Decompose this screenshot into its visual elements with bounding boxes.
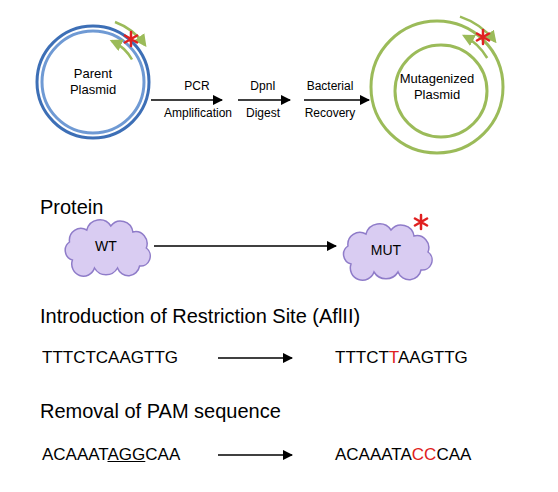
dna-sequence: ACAAATACCCAA [335, 445, 471, 465]
step-label: PCR [184, 80, 209, 94]
node-text-wrap: MUT [336, 224, 436, 276]
sequence-part: ACAAAT [42, 445, 108, 464]
sequence-part: CAA [436, 445, 471, 464]
section-heading: Removal of PAM sequence [40, 400, 281, 423]
node-label: MUT [356, 242, 416, 259]
plasmid-strand [42, 31, 144, 133]
section-heading: Protein [40, 196, 103, 219]
dna-sequence: TTTCTTAAGTTG [335, 348, 468, 368]
node-text-wrap: Mutagenized Plasmid [369, 19, 505, 155]
sequence-part: TTTCT [335, 348, 389, 367]
sequence-part: CC [412, 445, 437, 464]
step-label: Recovery [305, 107, 356, 121]
arrow-segment [304, 99, 369, 101]
section-heading: Introduction of Restriction Site (AflII) [40, 305, 360, 328]
primer-arrow [112, 41, 132, 60]
process-arrow [154, 246, 336, 247]
dna-sequence: TTTCTCAAGTTG [42, 348, 178, 368]
node-text-wrap: WT [58, 220, 154, 272]
node-label: Parent Plasmid [61, 66, 125, 97]
node-label: WT [76, 238, 136, 255]
conversion-arrow [218, 454, 292, 456]
arrow-segment [238, 99, 290, 101]
process-arrow [151, 100, 369, 101]
protein-cloud: WT [58, 220, 154, 272]
cloud-outline [65, 220, 150, 276]
step-label: DpnI [250, 80, 275, 94]
plasmid-circle: Mutagenized Plasmid [369, 19, 505, 155]
sequence-part: CAA [145, 445, 180, 464]
step-label: Bacterial [307, 80, 354, 94]
sequence-part: ACAAATA [335, 445, 412, 464]
node-label: Mutagenized Plasmid [395, 71, 479, 102]
sequence-part: AAGTTG [398, 348, 468, 367]
plasmid-circle: Parent Plasmid [35, 24, 151, 140]
arrow-segment [154, 245, 336, 247]
plasmid-strand [37, 26, 149, 138]
plasmid-strand [371, 21, 503, 153]
mutation-asterisk [415, 215, 427, 229]
step-label: Amplification [164, 107, 232, 121]
cloud-outline [344, 224, 433, 280]
sequence-part: AGG [108, 445, 146, 464]
dna-sequence: ACAAATAGGCAA [42, 445, 180, 465]
protein-cloud: MUT [336, 224, 436, 276]
step-label: Digest [246, 107, 280, 121]
plasmid-strand [395, 45, 487, 137]
sequence-part: T [389, 348, 398, 367]
node-text-wrap: Parent Plasmid [35, 24, 151, 140]
arrow-segment [151, 99, 222, 101]
conversion-arrow [218, 357, 292, 359]
